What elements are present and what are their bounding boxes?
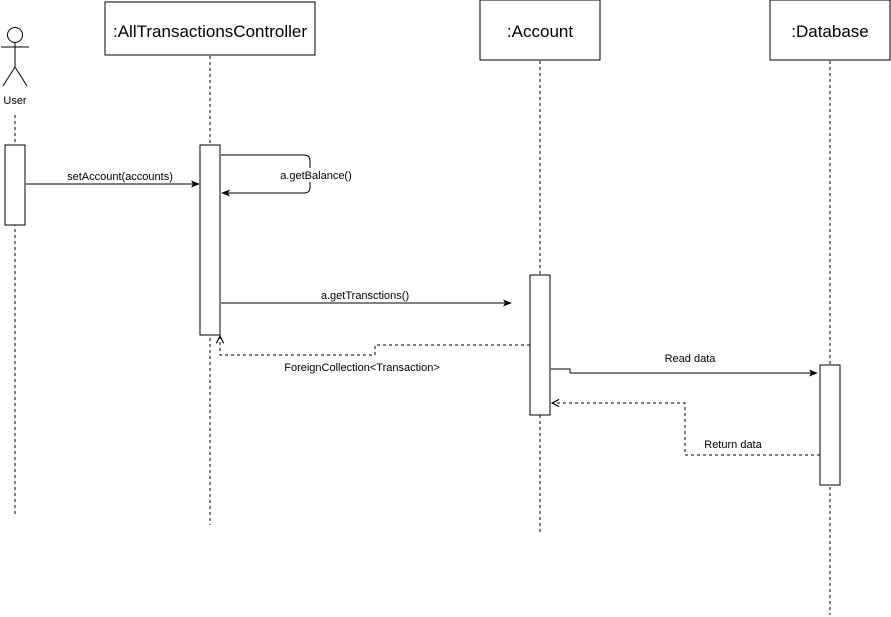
database-participant: :Database xyxy=(769,0,891,61)
database-box xyxy=(769,0,891,61)
get-balance-label-bg xyxy=(270,168,360,182)
message-set-account: setAccount(accounts) xyxy=(26,171,200,188)
user-label: User xyxy=(3,95,27,107)
lifelines xyxy=(14,56,831,615)
message-foreign-collection: ForeignCollection<Transaction> xyxy=(220,336,530,374)
controller-activation xyxy=(199,144,221,336)
set-account-label: setAccount(accounts) xyxy=(67,171,173,183)
message-return-data: Return data xyxy=(552,403,820,456)
return-data-arrow xyxy=(552,403,820,456)
database-activation xyxy=(819,364,841,486)
user-activation xyxy=(4,144,26,226)
account-box xyxy=(479,0,601,61)
get-balance-label: a.getBalance() xyxy=(280,170,352,182)
message-get-transactions: a.getTransctions() xyxy=(221,290,512,307)
user-actor: User xyxy=(1,27,29,107)
account-participant: :Account xyxy=(479,0,601,61)
controller-box xyxy=(104,1,316,56)
message-read-data: Read data xyxy=(551,353,818,377)
account-label: :Account xyxy=(507,22,573,41)
read-data-label: Read data xyxy=(665,353,717,365)
foreign-collection-label: ForeignCollection<Transaction> xyxy=(284,362,440,374)
message-get-balance: a.getBalance() xyxy=(221,154,360,197)
controller-label: :AllTransactionsController xyxy=(113,22,307,41)
account-activation xyxy=(529,274,551,416)
read-data-arrow xyxy=(551,368,818,377)
foreign-collection-arrow xyxy=(220,336,530,356)
database-label: :Database xyxy=(791,22,869,41)
controller-participant: :AllTransactionsController xyxy=(104,1,316,56)
user-icon xyxy=(1,27,29,87)
return-data-label: Return data xyxy=(704,439,762,451)
get-transactions-label: a.getTransctions() xyxy=(321,290,409,302)
